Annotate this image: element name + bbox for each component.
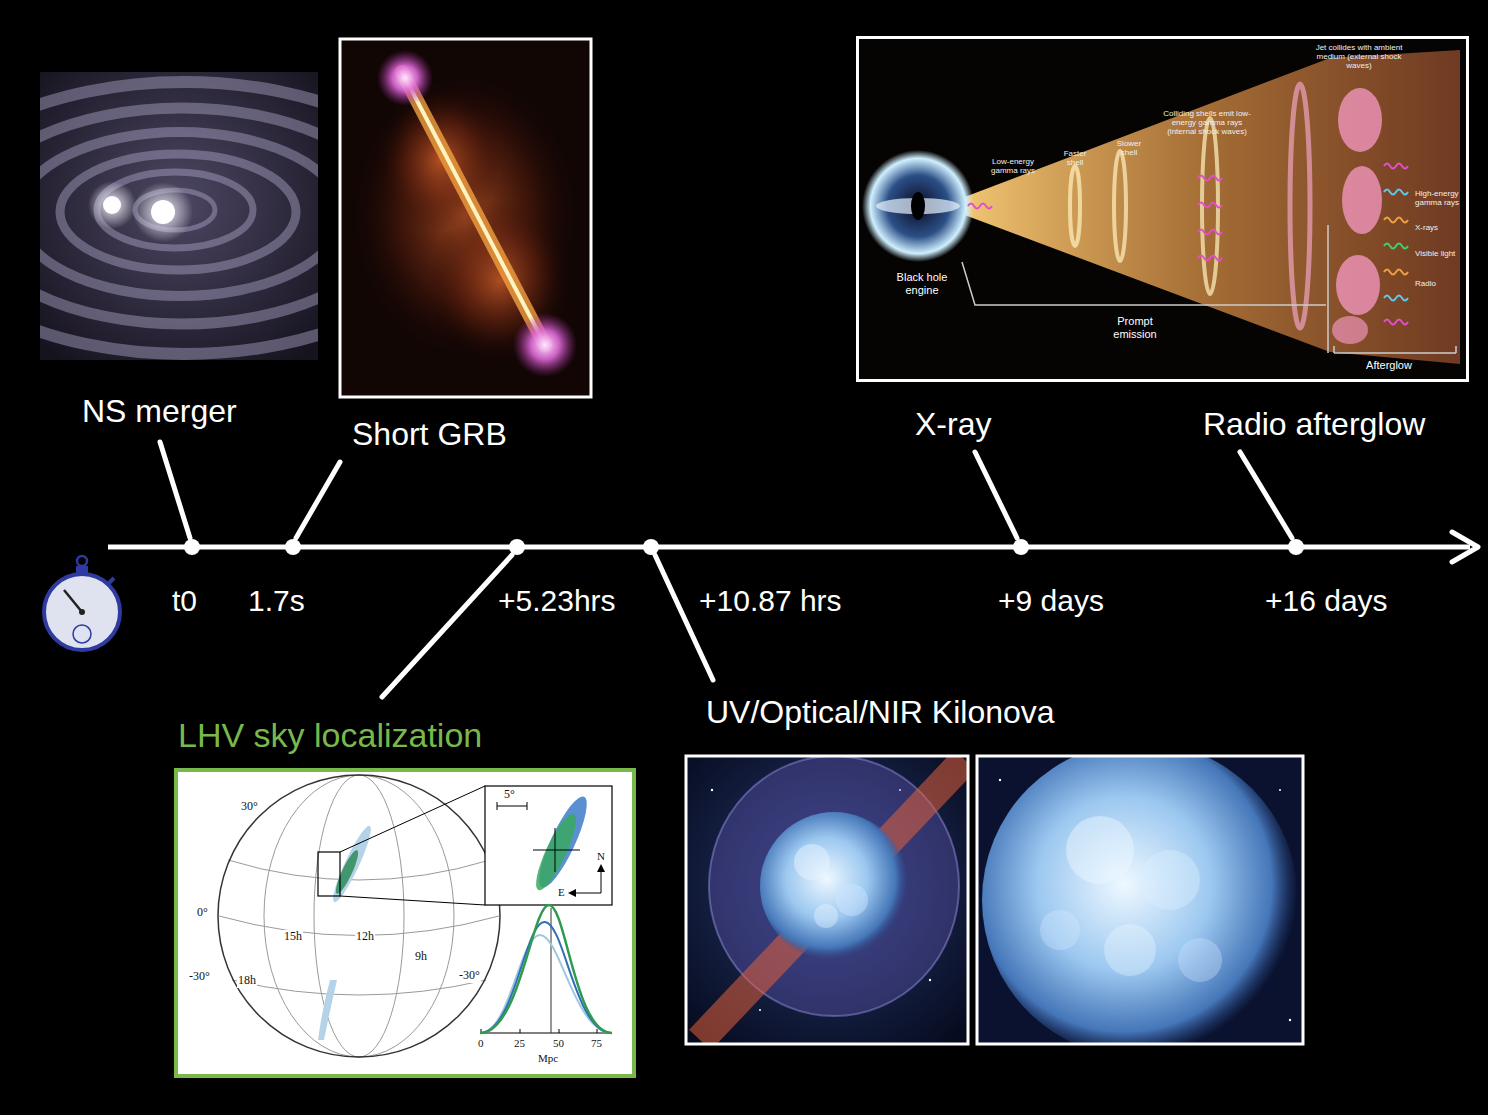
- time-label: +9 days: [998, 584, 1104, 619]
- axis-tick-label: 50: [552, 1037, 565, 1050]
- part-label: Jet collides with ambient medium (extern…: [1311, 43, 1407, 71]
- jet-diagram-panel: Black hole engine Low-energy gamma rays Fa…: [856, 36, 1469, 382]
- part-label: Colliding shells emit low-energy gamma r…: [1159, 109, 1255, 137]
- map-axis-label: 12h: [355, 930, 375, 944]
- part-label: Slower shell: [1109, 139, 1149, 157]
- emission-label: Radio: [1415, 279, 1465, 288]
- emission-label: High-energy gamma rays: [1415, 189, 1465, 207]
- map-axis-label: -30°: [188, 970, 211, 984]
- event-label: Radio afterglow: [1203, 406, 1425, 443]
- scale-label: 5°: [503, 788, 516, 802]
- phase-label: Prompt emission: [1095, 315, 1175, 340]
- time-label: +10.87 hrs: [699, 584, 842, 619]
- phase-label: Afterglow: [1339, 359, 1439, 372]
- axis-tick-label: 75: [590, 1037, 603, 1050]
- map-axis-label: 9h: [414, 950, 428, 964]
- event-label: X-ray: [915, 406, 991, 443]
- time-label: +16 days: [1265, 584, 1388, 619]
- time-label: 1.7s: [248, 584, 305, 619]
- part-label: Low-energy gamma rays: [987, 157, 1039, 175]
- part-label: Faster shell: [1055, 149, 1095, 167]
- axis-title: Mpc: [537, 1052, 559, 1065]
- time-label: t0: [172, 584, 197, 619]
- map-axis-label: 30°: [240, 800, 259, 814]
- map-axis-label: 15h: [283, 930, 303, 944]
- emission-label: X-rays: [1415, 223, 1465, 232]
- part-label: Black hole engine: [889, 271, 955, 296]
- map-axis-label: 0°: [196, 906, 209, 920]
- panel-heading: LHV sky localization: [178, 716, 482, 755]
- event-label: Short GRB: [352, 416, 507, 453]
- sky-map-panel: LHV sky localization: [174, 768, 636, 1078]
- event-label: UV/Optical/NIR Kilonova: [706, 694, 1055, 731]
- axis-tick-label: 0: [477, 1037, 485, 1050]
- emission-label: Visible light: [1415, 249, 1465, 258]
- compass-label: N: [596, 850, 606, 863]
- time-label: +5.23hrs: [498, 584, 616, 619]
- compass-label: E: [557, 886, 566, 899]
- map-axis-label: -30°: [458, 969, 481, 983]
- axis-tick-label: 25: [513, 1037, 526, 1050]
- map-axis-label: 18h: [237, 974, 257, 988]
- event-label: NS merger: [82, 393, 237, 430]
